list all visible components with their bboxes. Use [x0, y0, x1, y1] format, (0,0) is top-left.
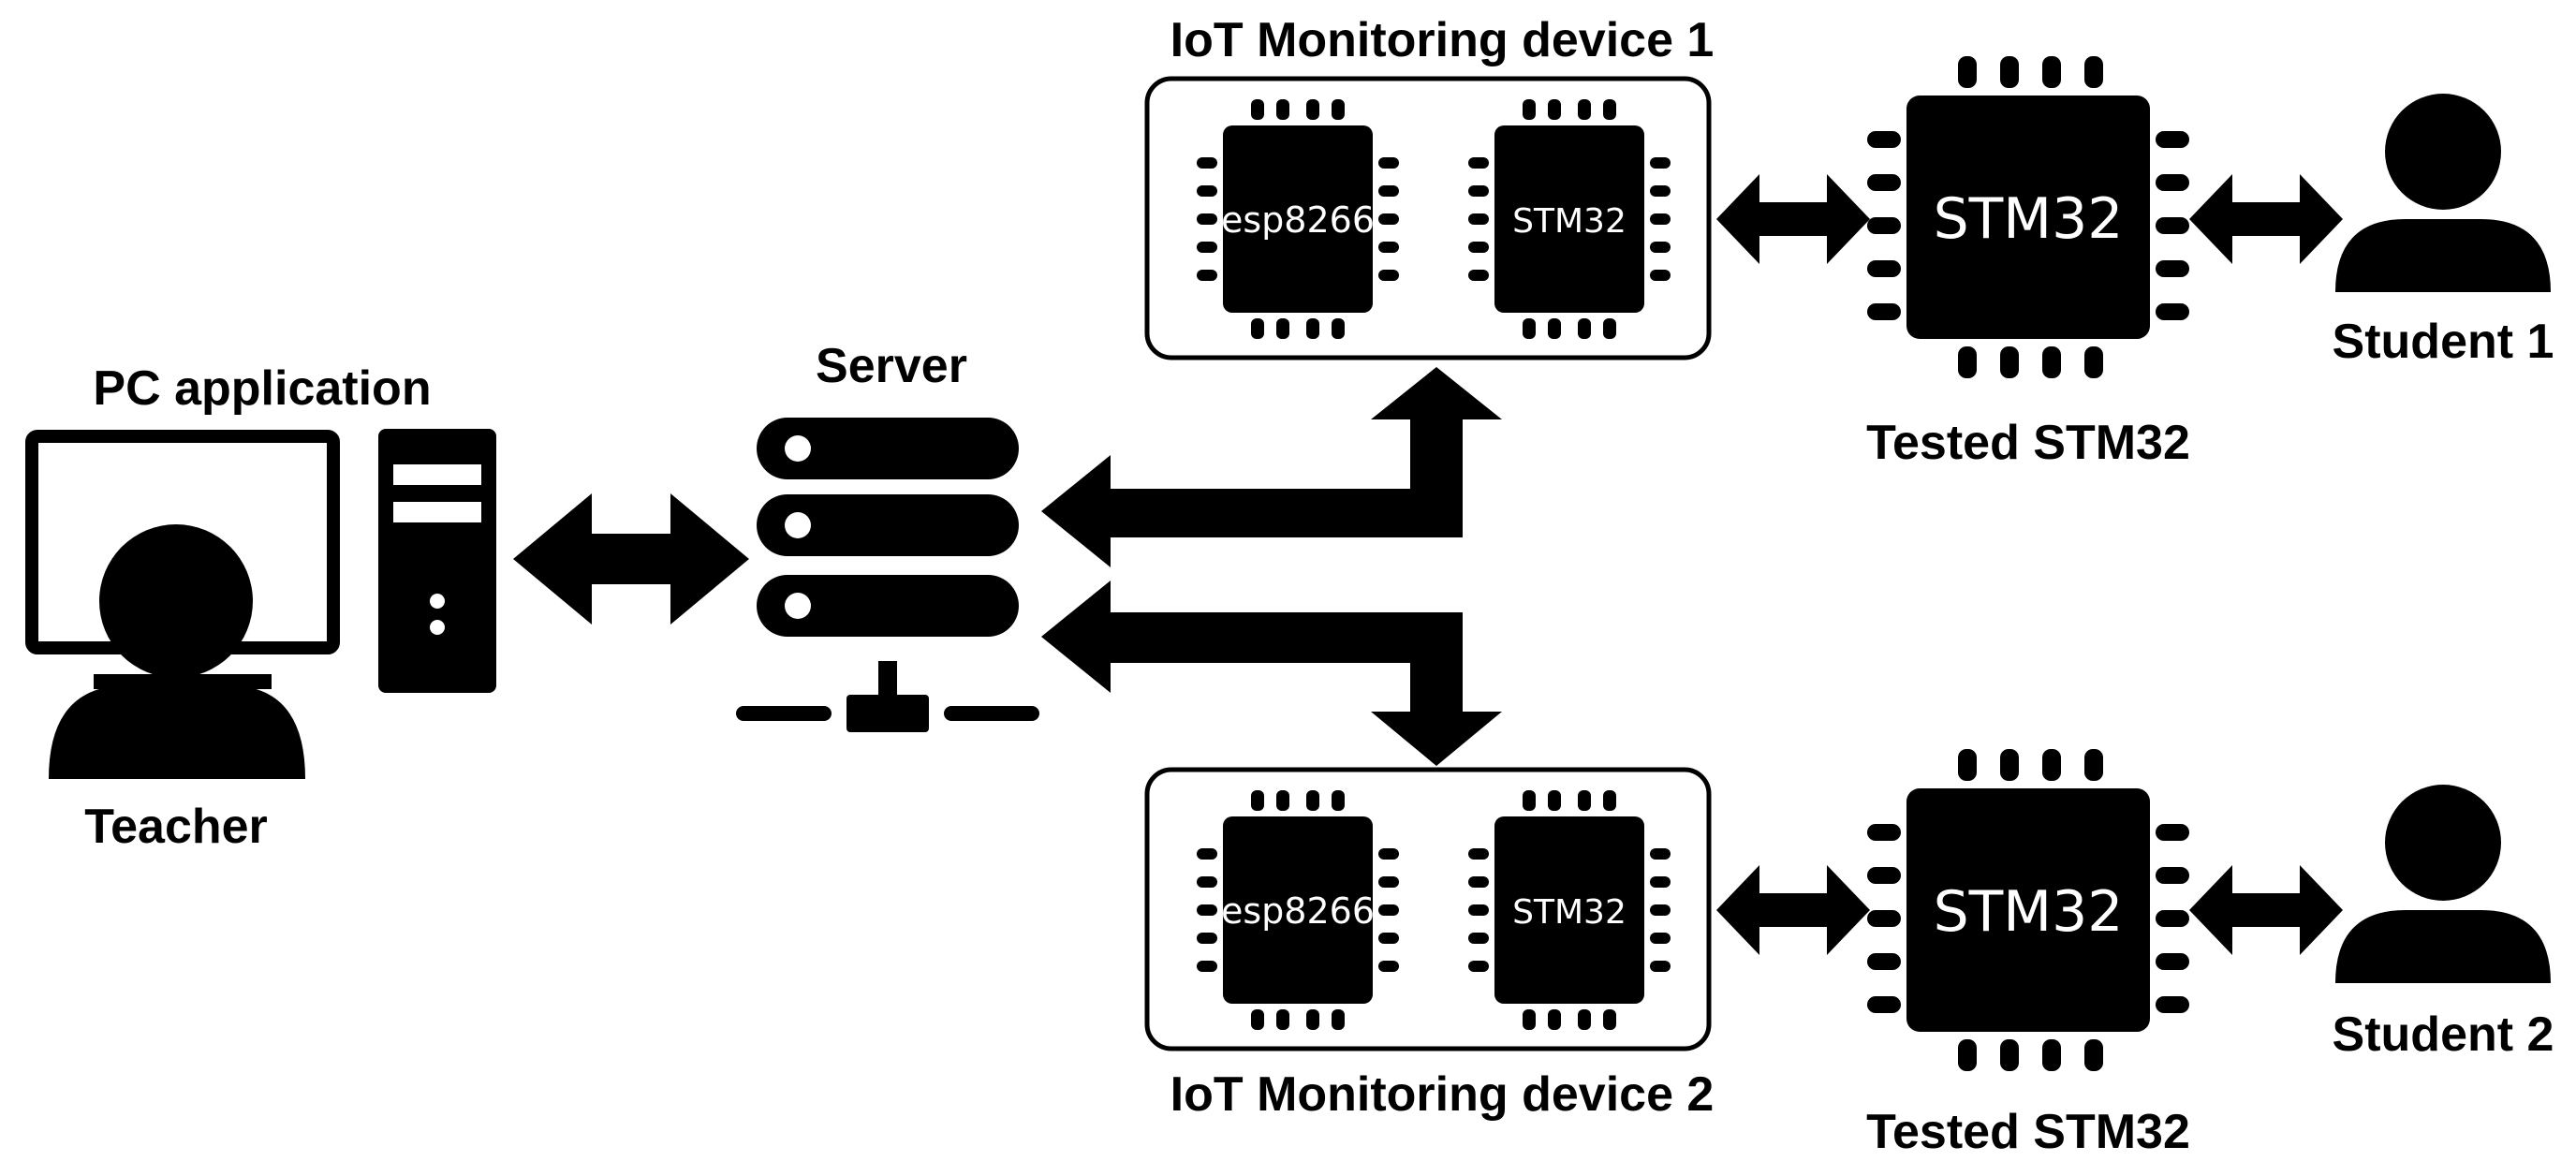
server-device2-arrow-icon: [1041, 581, 1502, 766]
tested-stm32-1-text: STM32: [1934, 186, 2124, 252]
device1-tested-double-arrow-icon: [1716, 174, 1870, 264]
server-label: Server: [816, 339, 967, 393]
device2-tested-double-arrow-icon: [1716, 865, 1870, 955]
student-1-icon: [2335, 94, 2551, 292]
tested1-student1-double-arrow-icon: [2189, 174, 2343, 264]
student-1-label: Student 1: [2333, 315, 2554, 369]
device1-esp8266-text: esp8266: [1221, 199, 1375, 241]
iot-device-2-label: IoT Monitoring device 2: [1170, 1067, 1715, 1122]
tested2-student2-double-arrow-icon: [2189, 865, 2343, 955]
device1-stm32-text: STM32: [1512, 202, 1627, 241]
student-2-label: Student 2: [2333, 1007, 2554, 1062]
device2-stm32-text: STM32: [1512, 893, 1627, 932]
tested-stm32-1-label: Tested STM32: [1866, 416, 2190, 470]
tested-stm32-2-text: STM32: [1934, 879, 2124, 945]
device2-esp8266-text: esp8266: [1221, 890, 1375, 932]
iot-device-1-label: IoT Monitoring device 1: [1170, 13, 1715, 67]
server-icon: [736, 418, 1039, 732]
server-device1-arrow-icon: [1041, 367, 1502, 567]
pc-tower-icon: [378, 429, 496, 693]
student-2-icon: [2335, 785, 2551, 983]
tested-stm32-2-label: Tested STM32: [1866, 1105, 2190, 1159]
pc-application-label: PC application: [93, 361, 431, 416]
teacher-label: Teacher: [84, 800, 268, 854]
teacher-icon: [49, 524, 305, 779]
pc-server-double-arrow-icon: [513, 493, 749, 625]
